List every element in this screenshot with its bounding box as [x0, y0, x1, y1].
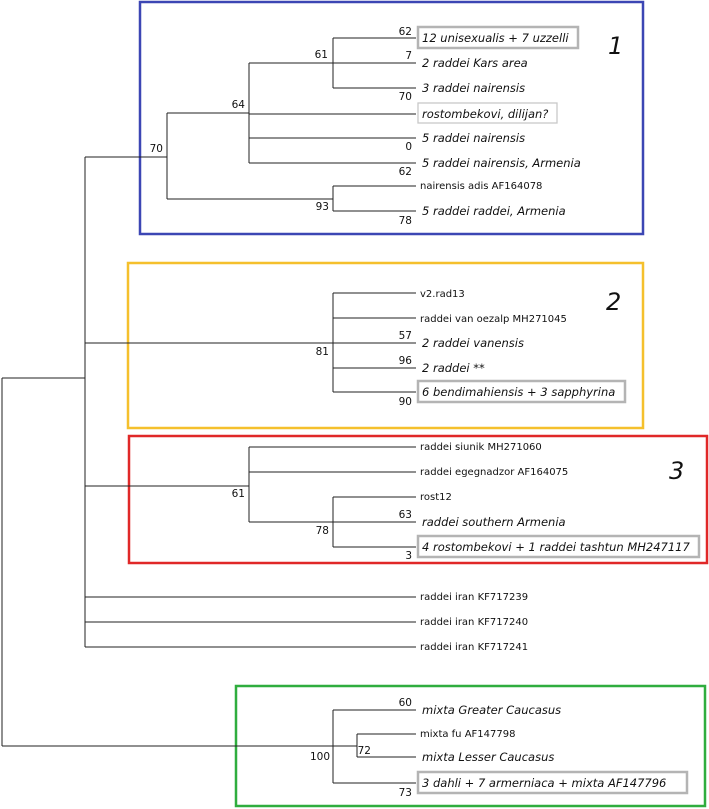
leaf-label: 4 rostombekovi + 1 raddei tashtun MH2471… — [422, 540, 690, 554]
leaf-label: 3 raddei nairensis — [422, 81, 525, 95]
bootstrap-value: 78 — [399, 215, 412, 227]
group-2-box — [126, 261, 645, 430]
leaf-label: mixta Lesser Caucasus — [422, 750, 554, 764]
leaf-label: 2 raddei vanensis — [422, 336, 524, 350]
leaf-box-l25 — [416, 770, 689, 795]
bootstrap-value: 60 — [399, 697, 412, 709]
bootstrap-value: 90 — [399, 396, 412, 408]
leaf-label: nairensis adis AF164078 — [420, 181, 542, 192]
leaf-label: mixta Greater Caucasus — [422, 703, 561, 717]
leaf-label: raddei egegnadzor AF164075 — [420, 467, 568, 478]
leaf-label: 12 unisexualis + 7 uzzelli — [422, 31, 569, 45]
bootstrap-value: 61 — [315, 49, 328, 61]
bootstrap-value: 57 — [399, 330, 412, 342]
bootstrap-value: 100 — [310, 751, 330, 763]
leaf-label: raddei siunik MH271060 — [420, 442, 542, 453]
bootstrap-value: 81 — [316, 346, 329, 358]
bootstrap-value: 7 — [405, 50, 412, 62]
bootstrap-value: 62 — [399, 26, 412, 38]
bootstrap-value: 3 — [405, 550, 412, 562]
leaf-label: 5 raddei raddei, Armenia — [422, 204, 566, 218]
leaf-label: 2 raddei ** — [422, 361, 485, 375]
group-number-1: 1 — [608, 32, 623, 60]
leaf-label: 2 raddei Kars area — [422, 56, 528, 70]
bootstrap-value: 78 — [316, 525, 329, 537]
bootstrap-value: 62 — [399, 166, 412, 178]
leaf-box-l13 — [416, 379, 627, 404]
leaf-label: raddei southern Armenia — [422, 515, 566, 529]
bootstrap-values: 62 7 61 70 64 0 62 70 93 78 57 96 81 90 … — [150, 26, 413, 799]
leaf-labels: 12 unisexualis + 7 uzzelli 2 raddei Kars… — [420, 31, 690, 790]
leaf-box-l4 — [417, 102, 558, 124]
bootstrap-value: 72 — [358, 745, 371, 757]
bootstrap-value: 96 — [399, 355, 413, 367]
bootstrap-value: 73 — [399, 787, 412, 799]
bootstrap-value: 63 — [399, 509, 412, 521]
leaf-label: raddei iran KF717241 — [420, 642, 528, 653]
bootstrap-value: 64 — [232, 99, 246, 111]
group-3-box — [127, 434, 709, 565]
leaf-label: rostombekovi, dilijan? — [422, 107, 548, 121]
group-number-2: 2 — [606, 288, 621, 316]
bootstrap-value: 0 — [405, 141, 412, 153]
leaf-label: mixta fu AF147798 — [420, 729, 515, 740]
leaf-label: raddei iran KF717239 — [420, 592, 528, 603]
leaf-label: raddei van oezalp MH271045 — [420, 314, 567, 325]
leaf-box-l1 — [416, 25, 580, 50]
group-number-3: 3 — [669, 457, 684, 485]
leaf-label: 5 raddei nairensis, Armenia — [422, 156, 581, 170]
bootstrap-value: 93 — [316, 201, 329, 213]
leaf-label: raddei iran KF717240 — [420, 617, 528, 628]
leaf-label: 6 bendimahiensis + 3 sapphyrina — [422, 385, 615, 399]
leaf-label: 3 dahli + 7 armerniaca + mixta AF147796 — [422, 776, 666, 790]
leaf-label: 5 raddei nairensis — [422, 131, 525, 145]
group-1-box — [138, 0, 645, 236]
bootstrap-value: 70 — [150, 143, 163, 155]
leaf-box-l18 — [416, 534, 701, 559]
tree-branches — [1, 37, 416, 784]
bootstrap-value: 61 — [232, 488, 245, 500]
leaf-label: v2.rad13 — [420, 289, 465, 300]
leaf-label: rost12 — [420, 492, 452, 503]
bootstrap-value: 70 — [399, 91, 412, 103]
